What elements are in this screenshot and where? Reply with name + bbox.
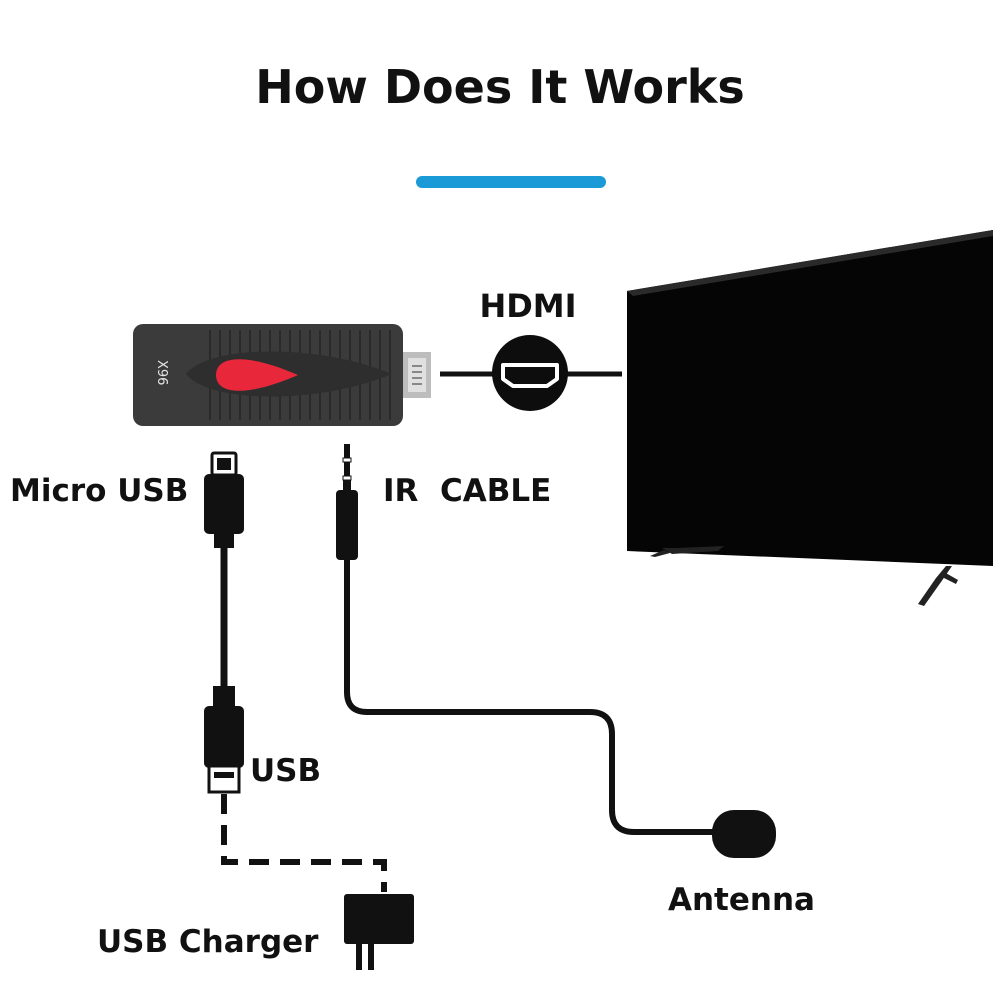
ir-cable xyxy=(344,560,718,835)
micro-usb-plug-icon xyxy=(204,451,244,548)
device-brand: X96 xyxy=(154,360,169,385)
antenna-label: Antenna xyxy=(668,882,815,918)
television-icon xyxy=(627,230,993,606)
title-underline xyxy=(416,176,606,188)
audio-jack-icon xyxy=(336,444,358,560)
charger-dashed-link xyxy=(221,794,387,892)
hdmi-label: HDMI xyxy=(479,287,576,325)
micro-usb-label: Micro USB xyxy=(10,473,188,509)
usb-charger-label: USB Charger xyxy=(97,924,319,960)
device-logo xyxy=(216,359,298,391)
tv-stick-icon: X96 xyxy=(133,324,431,426)
usb-plug-icon xyxy=(204,686,244,794)
page-title: How Does It Works xyxy=(255,60,744,114)
ir-receiver-icon xyxy=(712,810,776,858)
power-adapter-icon xyxy=(344,894,414,970)
usb-label: USB xyxy=(250,753,321,789)
ir-cable-label: IR CABLE xyxy=(383,473,551,509)
hdmi-port-icon xyxy=(492,335,568,411)
